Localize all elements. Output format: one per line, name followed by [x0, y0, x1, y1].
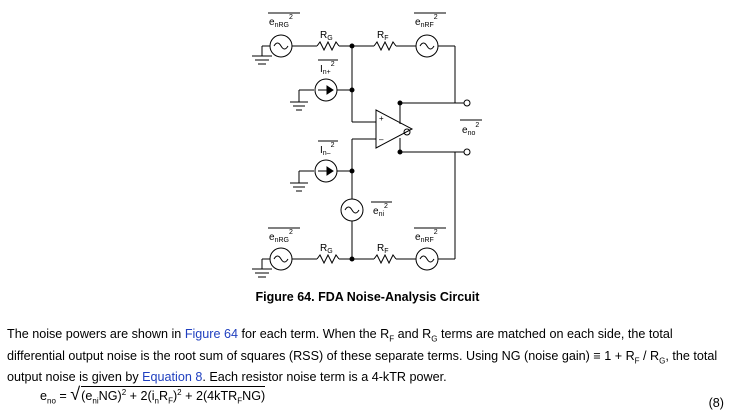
fda-amplifier: [375, 109, 414, 149]
label-rf-top: RF: [377, 30, 389, 42]
figure-caption: Figure 64. FDA Noise-Analysis Circuit: [255, 290, 480, 304]
label-enrg-bottom: enRG2: [269, 229, 293, 244]
amp-plus-sign: +: [379, 114, 384, 123]
label-rf-bottom: RF: [377, 243, 389, 255]
equation-8-link[interactable]: Equation 8: [142, 370, 203, 385]
sqrt-symbol: √: [70, 384, 81, 404]
output-terminal-top: [463, 99, 471, 107]
resistor-rf-top: [373, 40, 397, 52]
resistor-rg-bottom: [316, 253, 340, 265]
text-run: and R: [394, 327, 432, 341]
equation-8: eno = √(eniNG)2 + 2(inRF)2 + 2(4kTRFNG) …: [40, 384, 730, 414]
label-eno: eno2: [462, 122, 479, 137]
subscript: G: [659, 356, 666, 366]
output-terminal-bottom: [463, 148, 471, 156]
text-run: , the total output noise is given by: [7, 348, 718, 385]
label-enrg-top: enRG2: [269, 14, 293, 29]
equation-lhs: eno: [40, 389, 56, 406]
fda-noise-circuit-diagram: enRG2 enRF2 RG RF In+2 In–2 eni2 eno2 en…: [252, 12, 482, 278]
sqrt-radicand: (eniNG)2 + 2(inRF)2 + 2(4kTRFNG): [81, 385, 266, 406]
resistor-rg-top: [316, 40, 340, 52]
text-run: for each term. When the R: [238, 327, 390, 341]
label-rg-top: RG: [320, 30, 333, 42]
text-run: The noise powers are shown in: [7, 327, 185, 341]
equation-number: (8): [708, 396, 724, 410]
ground-symbol: [252, 259, 272, 278]
amp-minus-sign: –: [379, 135, 384, 144]
subscript: F: [634, 356, 640, 366]
subscript: G: [431, 334, 438, 344]
label-eni: eni2: [373, 203, 388, 218]
body-paragraph: The noise powers are shown in Figure 64 …: [7, 326, 729, 386]
label-enrf-bottom: enRF2: [415, 229, 438, 244]
label-in-plus: In+2: [320, 61, 335, 76]
ground-symbol: [252, 46, 272, 65]
label-in-minus: In–2: [320, 142, 335, 157]
label-enrf-top: enRF2: [415, 14, 438, 29]
figure-64-link[interactable]: Figure 64: [184, 327, 239, 341]
text-run: / R: [639, 348, 660, 363]
equals-sign: =: [55, 389, 71, 403]
text-run: terms are matched on each side, the tota…: [7, 327, 673, 363]
label-rg-bottom: RG: [320, 243, 333, 255]
text-run: . Each resistor noise term is a 4-kTR po…: [202, 370, 447, 385]
subscript: F: [389, 334, 395, 344]
resistor-rf-bottom: [373, 253, 397, 265]
